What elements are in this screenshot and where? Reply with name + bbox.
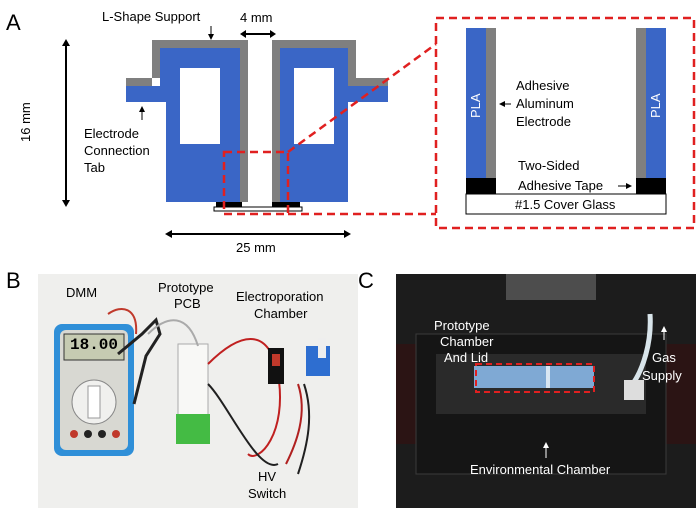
- pcb-label-line-2: PCB: [174, 296, 201, 311]
- inset-pla-right-label: PLA: [648, 93, 663, 118]
- electrode-label-line-3: Electrode: [516, 114, 571, 129]
- tape-bottom-left: [216, 202, 242, 207]
- gas-label-line-2: Supply: [642, 368, 682, 383]
- gas-supply-tube: [631, 313, 653, 384]
- tab-label-line-1: Electrode: [84, 126, 139, 141]
- gas-label-line-1: Gas: [652, 350, 676, 365]
- tab-label-line-3: Tab: [84, 160, 105, 175]
- inset-pla-left-label: PLA: [468, 93, 483, 118]
- inset-cover-glass: [465, 193, 667, 215]
- electrode-label-line-1: Adhesive: [516, 78, 570, 93]
- panel-letter-a: A: [6, 10, 21, 35]
- proto-label-line-3: And Lid: [444, 350, 489, 365]
- l-support-label: L-Shape Support: [102, 9, 201, 24]
- chamber-schematic: [62, 16, 696, 238]
- inset-electrode-right: [636, 28, 646, 178]
- panel-letter-c: C: [358, 268, 374, 293]
- dmm-label: DMM: [66, 285, 98, 300]
- photo-b: [38, 274, 358, 508]
- panel-letter-b: B: [6, 268, 21, 293]
- proto-label-line-1: Prototype: [434, 318, 490, 333]
- inset-tape-left: [466, 178, 496, 194]
- inset-pla-left: [466, 28, 486, 178]
- tape-bottom-right: [272, 202, 300, 207]
- cover-glass-label: #1.5 Cover Glass: [515, 197, 616, 212]
- inset-tape-right: [636, 178, 666, 194]
- hv-label-line-2: Switch: [248, 486, 287, 501]
- height-label: 16 mm: [18, 102, 33, 142]
- inset-electrode-left: [486, 28, 496, 178]
- inset-pla-right: [646, 28, 666, 178]
- proto-label-line-2: Chamber: [440, 334, 494, 349]
- env-chamber-label: Environmental Chamber: [470, 462, 611, 477]
- gap-label: 4 mm: [240, 10, 273, 25]
- cover-glass-bottom: [213, 206, 303, 212]
- hv-label-line-1: HV: [258, 469, 277, 484]
- green-pcb: [176, 414, 210, 444]
- tape-label-line-2: Adhesive Tape: [518, 178, 604, 193]
- electrode-label-line-2: Aluminum: [516, 96, 574, 111]
- dmm-display-reading: 18.00: [70, 336, 119, 354]
- dmm-display: [63, 333, 125, 361]
- highlight-box: [222, 150, 290, 216]
- photo-c: [396, 274, 696, 508]
- l-support-right: [272, 40, 388, 202]
- tape-label-line-1: Two-Sided: [518, 158, 580, 173]
- chamber-label-line-2: Chamber: [254, 306, 308, 321]
- pla-window-right: [294, 68, 334, 144]
- proto-chamber-glass: [474, 366, 594, 388]
- tab-label-line-2: Connection: [84, 143, 150, 158]
- width-label: 25 mm: [236, 240, 276, 255]
- chamber-label-line-1: Electroporation: [236, 289, 324, 304]
- pcb-label-line-1: Prototype: [158, 280, 214, 295]
- pla-window-left: [180, 68, 220, 144]
